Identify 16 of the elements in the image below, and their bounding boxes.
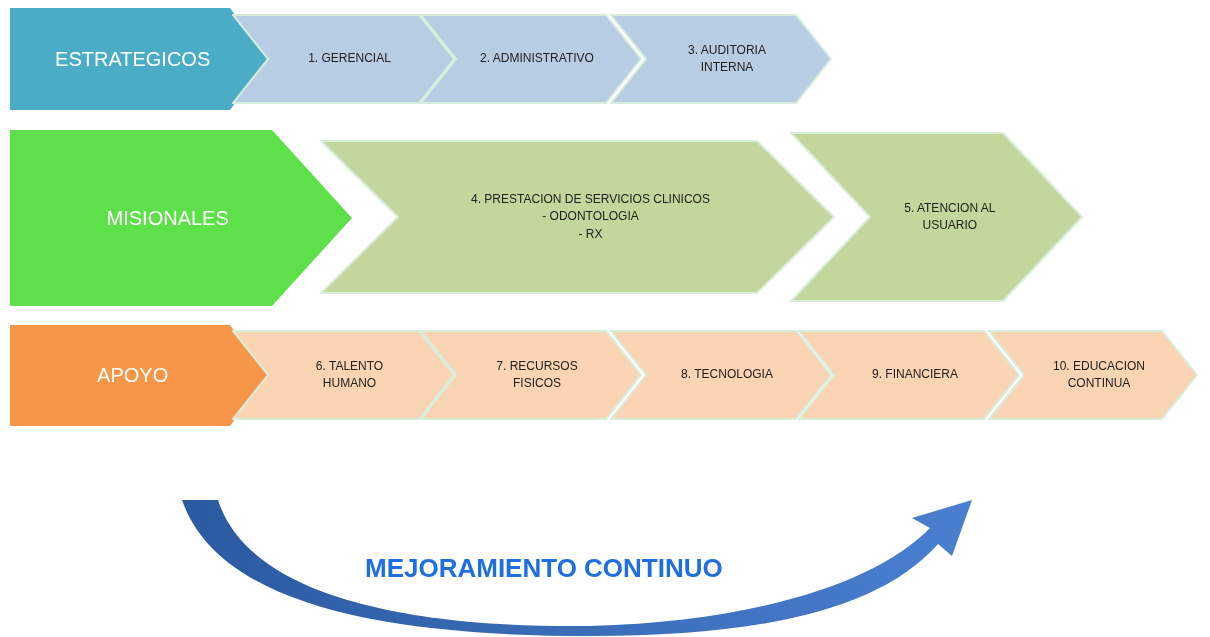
process-label: 6. TALENTO HUMANO (314, 357, 385, 392)
process-label: 10. EDUCACION CONTINUA (1052, 357, 1146, 392)
sub-item-label: - RX (578, 225, 603, 243)
process-label: 5. ATENCION AL USUARIO (903, 199, 997, 234)
process-label: 4. PRESTACION DE SERVICIOS CLINICOS (471, 190, 710, 208)
category-label: ESTRATEGICOS (55, 46, 211, 72)
category-label: APOYO (97, 363, 169, 388)
process-label: 3. AUDITORIA INTERNA (687, 41, 767, 76)
process-label: 8. TECNOLOGIA (681, 366, 773, 384)
process-label: 2. ADMINISTRATIVO (480, 50, 594, 68)
category-label: MISIONALES (106, 205, 229, 231)
process-label: 7. RECURSOS FISICOS (495, 357, 579, 392)
arrow-caption: MEJORAMIENTO CONTINUO (365, 553, 723, 584)
sub-item-label: - ODONTOLOGIA (542, 208, 639, 226)
process-label: 1. GERENCIAL (308, 50, 391, 68)
process-label: 9. FINANCIERA (872, 366, 958, 384)
